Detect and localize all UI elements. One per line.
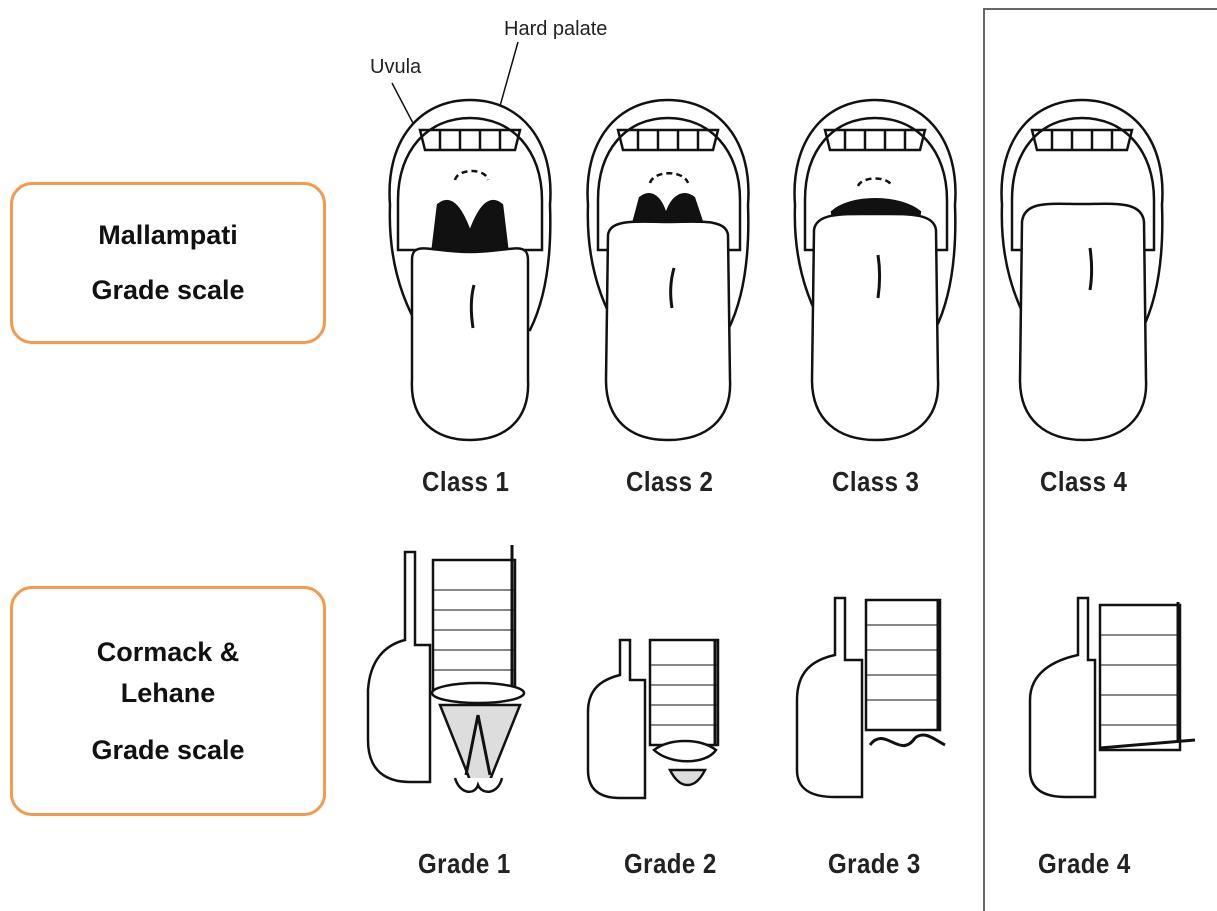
- mallampati-class3-drawing: [795, 100, 956, 440]
- cormack-grade2-drawing: [588, 640, 718, 798]
- cormack-grade4-drawing: [1030, 598, 1195, 797]
- class-4-caption: Class 4: [1040, 466, 1127, 498]
- class-2-caption: Class 2: [626, 466, 713, 498]
- mallampati-class2-drawing: [588, 100, 749, 440]
- grade-4-caption: Grade 4: [1038, 848, 1131, 880]
- grade-1-caption: Grade 1: [418, 848, 511, 880]
- mallampati-class1-drawing: [390, 100, 551, 440]
- class-3-caption: Class 3: [832, 466, 919, 498]
- cormack-grade1-drawing: [368, 545, 524, 792]
- class-1-caption: Class 1: [422, 466, 509, 498]
- grade-2-caption: Grade 2: [624, 848, 717, 880]
- cormack-grade3-drawing: [797, 598, 945, 797]
- grade-3-caption: Grade 3: [828, 848, 921, 880]
- mallampati-class4-drawing: [1002, 100, 1163, 440]
